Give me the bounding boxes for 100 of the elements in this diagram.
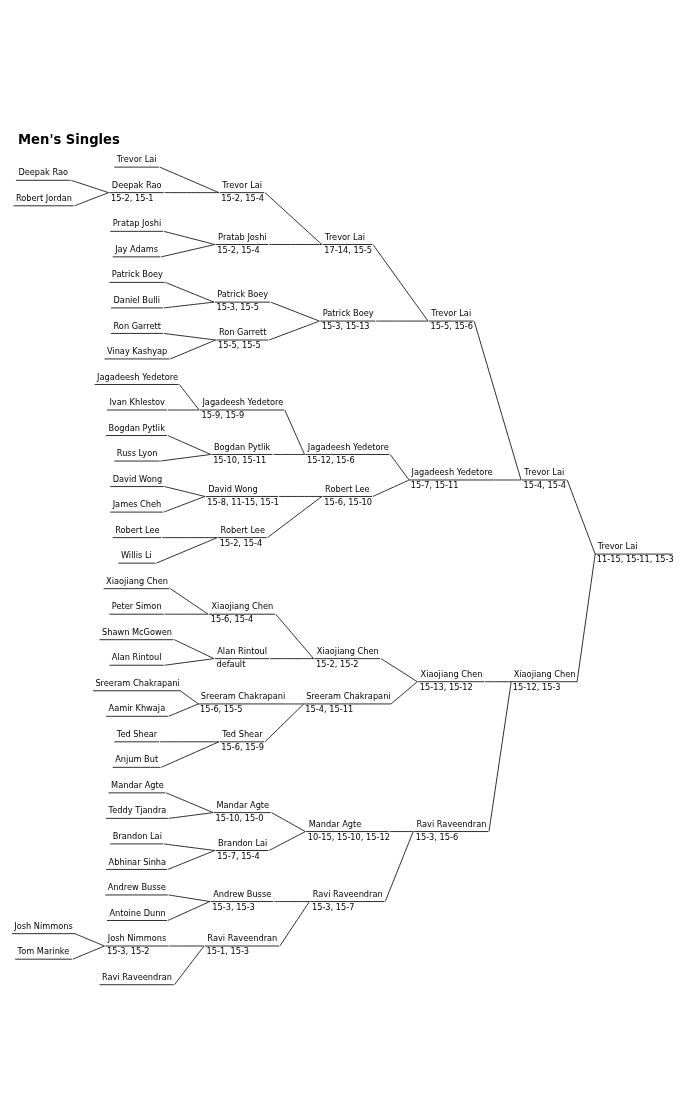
diagram-title: Men's Singles [18,132,120,148]
node-text: Trevor Lai 17-14, 15-5 [324,231,373,255]
node-text: Xiaojiang Chen 15-12, 15-3 [512,668,576,692]
node-text: Patrick Boey 15-3, 15-13 [321,308,374,332]
connector [278,496,323,497]
node-text: Ravi Raveendran 15-1, 15-3 [206,933,278,957]
connector [168,703,199,717]
node-text: Shawn McGowen [101,626,172,637]
node-text: Alan Rintoul [111,652,162,663]
connector [268,320,320,341]
node-text: Deepak Rao 15-2, 15-1 [111,179,162,203]
node-text: Abhinar Sinha [108,856,167,867]
connector [74,933,105,947]
node-text: David Wong [112,473,163,484]
node-text: Trevor Lai [116,154,157,165]
connector [174,639,215,660]
node-text: Russ Lyon [116,448,158,459]
node-text: Sreeram Chakrapani 15-4, 15-11 [305,691,391,715]
connector [164,486,206,497]
node-text: Trevor Lai 15-2, 15-4 [221,179,264,203]
connector [160,741,220,768]
connector [167,901,211,921]
node-text: Teddy Tjandra [108,805,167,816]
connector [388,831,414,832]
node-text: Pratap Joshi [112,218,162,229]
node-text: Brandon Lai [112,830,162,841]
connector [159,741,220,743]
connector [167,435,212,455]
node-text: Ted Shear [116,728,158,739]
connector [372,244,429,322]
connector [284,409,305,455]
node-text: Vinay Kashyap [106,346,168,357]
connector [167,409,200,411]
connector [155,537,218,564]
node-text: Ivan Khlestov [109,397,165,408]
connector [72,945,105,960]
node-text: Alan Rintoul default [216,645,267,669]
connector [168,812,214,819]
node-text: Jay Adams [115,243,159,254]
node-text: Xiaojiang Chen 15-6, 15-4 [210,601,274,625]
node-text: Ravi Raveendran 15-3, 15-7 [311,888,383,912]
node-text: Ron Garrett 15-5, 15-5 [218,327,267,351]
connector [169,945,205,947]
connector [165,281,215,303]
node-text: Xiaojiang Chen 15-2, 15-2 [316,645,379,669]
connector [576,553,596,683]
connector [164,192,220,194]
node-text: Aamir Khwaja [108,703,166,714]
connector [380,658,418,683]
node-text: Peter Simon [111,601,162,612]
connector [169,588,209,615]
connector [390,681,418,705]
node-text: Ravi Raveendran [101,971,172,982]
connector [174,945,205,986]
connector [264,192,323,245]
connector [161,537,218,539]
connector [372,479,410,497]
connector [270,301,320,322]
connector [279,901,310,947]
node-text: Ravi Raveendran 15-3, 15-6 [415,818,487,842]
node-text: James Cheh [112,499,162,510]
node-text: Andrew Busse [107,882,166,893]
connector [165,792,214,814]
node-text: Robert Jordan [15,192,72,203]
connector [163,496,206,513]
connector [566,479,596,555]
connector [179,690,199,705]
connector [389,454,410,481]
node-text: Jagadeesh Yedetore 15-9, 15-9 [201,397,284,421]
node-text: Daniel Bulli [113,294,161,305]
node-text: Jagadeesh Yedetore 15-12, 15-6 [307,441,389,465]
connector [163,843,216,851]
connector [179,384,200,411]
node-text: Patrick Boey 15-3, 15-5 [216,289,269,313]
node-text: Ron Garrett [113,320,162,331]
connector [375,320,429,322]
connector [484,681,512,683]
node-text: Bogdan Pytlik 15-10, 15-11 [213,441,271,465]
node-text: Antoine Dunn [109,907,166,918]
connector [268,831,306,851]
node-text: Andrew Busse 15-3, 15-3 [212,888,272,912]
connector [384,831,414,902]
connector [167,850,216,870]
connector [163,230,216,245]
node-text: Deepak Rao [18,167,69,178]
connector [159,166,220,194]
node-text: Anjum But [115,754,159,765]
connector [163,301,215,309]
node-text: Brandon Lai 15-7, 15-4 [217,837,268,861]
node-text: Josh Nimmons [14,920,73,931]
connector [70,179,109,194]
connector [272,454,305,455]
node-text: Xiaojiang Chen [106,575,168,586]
node-text: Trevor Lai 11-15, 15-11, 15-3 [596,541,674,565]
node-text: Mandar Agte 15-10, 15-0 [215,799,270,823]
connector [488,681,512,832]
node-text: Trevor Lai 15-5, 15-6 [430,308,474,332]
node-text: Trevor Lai 15-4, 15-4 [523,467,567,491]
node-text: Sreeram Chakrapani [95,677,180,688]
node-text: Tom Marinke [17,946,70,957]
